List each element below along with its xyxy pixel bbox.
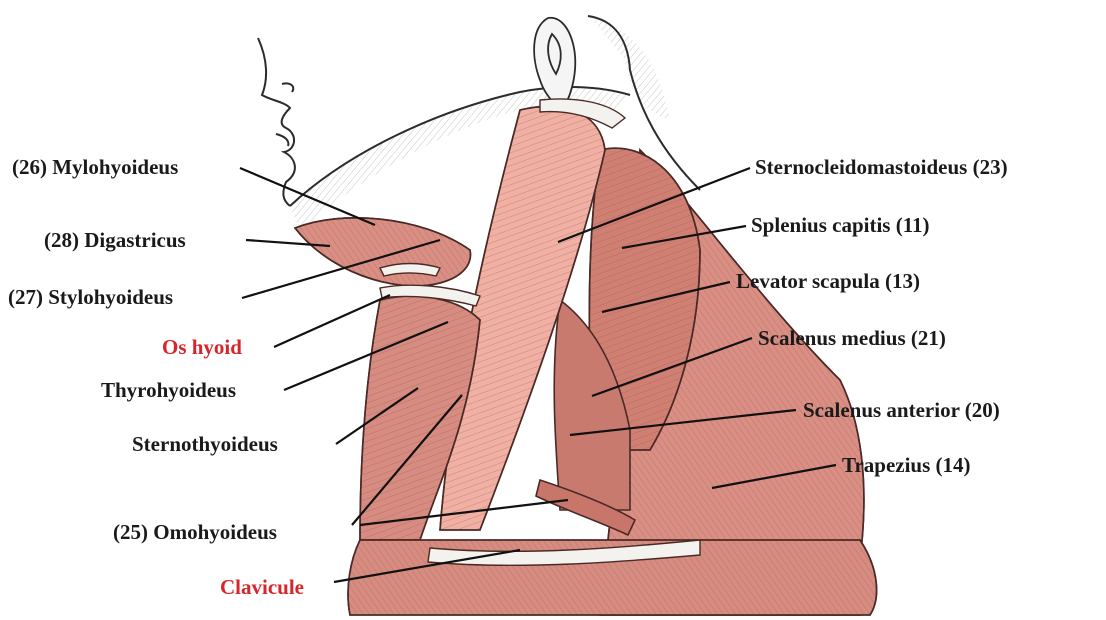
label-stylohyoideus: (27) Stylohyoideus <box>8 285 173 309</box>
label-trapezius: Trapezius (14) <box>842 453 971 477</box>
nostril <box>282 83 293 92</box>
label-omohyoideus: (25) Omohyoideus <box>113 520 277 544</box>
label-levator-scapula: Levator scapula (13) <box>736 269 920 293</box>
label-digastricus: (28) Digastricus <box>44 228 186 252</box>
label-sternothyoideus: Sternothyoideus <box>132 432 278 456</box>
face-profile <box>258 38 295 206</box>
muscle-layer <box>295 106 877 615</box>
label-scalenus-medius: Scalenus medius (21) <box>758 326 946 350</box>
label-clavicule: Clavicule <box>220 575 304 599</box>
label-sternocleidomastoideus: Sternocleidomastoideus (23) <box>755 155 1008 179</box>
lip-line <box>276 134 288 146</box>
label-scalenus-anterior: Scalenus anterior (20) <box>803 398 1000 422</box>
label-thyrohyoideus: Thyrohyoideus <box>101 378 236 402</box>
label-mylohyoideus: (26) Mylohyoideus <box>12 155 178 179</box>
label-splenius-capitis: Splenius capitis (11) <box>751 213 930 237</box>
label-os-hyoid: Os hyoid <box>162 335 242 359</box>
leader-os-hyoid <box>274 295 390 347</box>
